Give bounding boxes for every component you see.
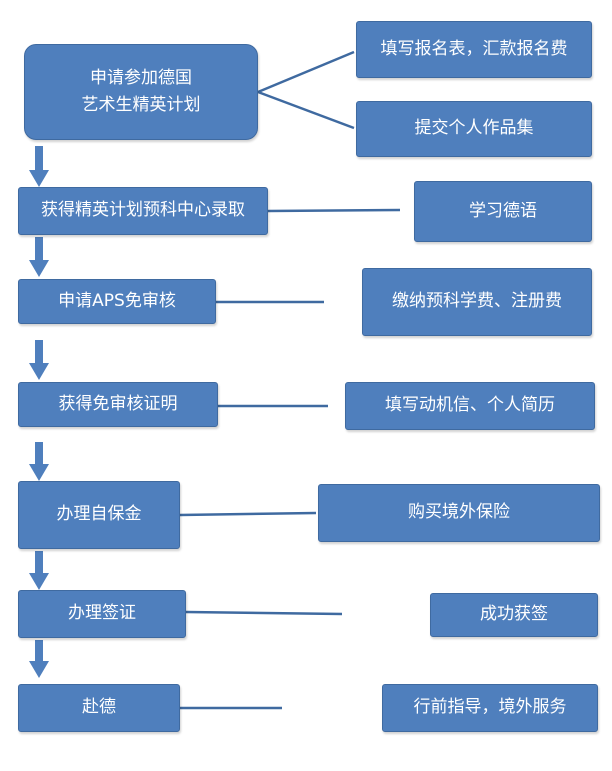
step-box-admission: 获得精英计划预科中心录取	[18, 187, 268, 235]
step-label-line-1: 申请参加德国	[90, 67, 192, 88]
step-box-visa: 办理签证	[18, 590, 186, 638]
connector-line-5	[179, 511, 317, 517]
connector-line-2	[267, 208, 401, 213]
task-label: 提交个人作品集	[414, 118, 534, 139]
step-label: 获得精英计划预科中心录取	[41, 200, 245, 221]
down-arrow-1	[29, 146, 49, 187]
task-label: 学习德语	[469, 200, 537, 221]
down-arrow-6	[29, 640, 49, 678]
down-arrow-3	[29, 340, 49, 380]
step-label: 办理签证	[68, 603, 136, 624]
step-box-blocked-account: 办理自保金	[18, 481, 180, 549]
task-box-insurance: 购买境外保险	[318, 484, 600, 542]
step-box-certificate: 获得免审核证明	[18, 382, 218, 427]
task-label: 填写动机信、个人简历	[385, 395, 555, 416]
task-label: 行前指导，境外服务	[413, 697, 567, 718]
connector-line-1a	[257, 50, 355, 94]
task-box-german: 学习德语	[414, 181, 592, 242]
step-label: 获得免审核证明	[58, 393, 178, 414]
task-box-visa-granted: 成功获签	[430, 593, 598, 637]
connector-line-1b	[257, 90, 355, 130]
task-label: 成功获签	[480, 604, 548, 625]
down-arrow-4	[29, 442, 49, 481]
task-box-pre-departure: 行前指导，境外服务	[382, 684, 598, 732]
task-box-motivation-cv: 填写动机信、个人简历	[345, 382, 595, 430]
step-label-line-2: 艺术生精英计划	[81, 95, 201, 115]
down-arrow-2	[29, 237, 49, 277]
task-box-registration: 填写报名表，汇款报名费	[356, 21, 592, 78]
down-arrow-5	[29, 551, 49, 590]
task-box-portfolio: 提交个人作品集	[356, 101, 592, 157]
step-label: 办理自保金	[56, 504, 142, 525]
connector-line-6	[185, 610, 343, 616]
step-label: 申请APS免审核	[58, 290, 176, 311]
task-label: 填写报名表，汇款报名费	[380, 38, 568, 59]
step-label: 赴德	[82, 697, 116, 718]
task-label: 购买境外保险	[408, 502, 510, 523]
step-box-aps: 申请APS免审核	[18, 279, 216, 324]
step-box-go-germany: 赴德	[18, 684, 180, 732]
task-box-tuition: 缴纳预科学费、注册费	[362, 268, 592, 336]
step-box-apply-program: 申请参加德国 艺术生精英计划	[24, 44, 258, 140]
task-label: 缴纳预科学费、注册费	[392, 291, 562, 312]
